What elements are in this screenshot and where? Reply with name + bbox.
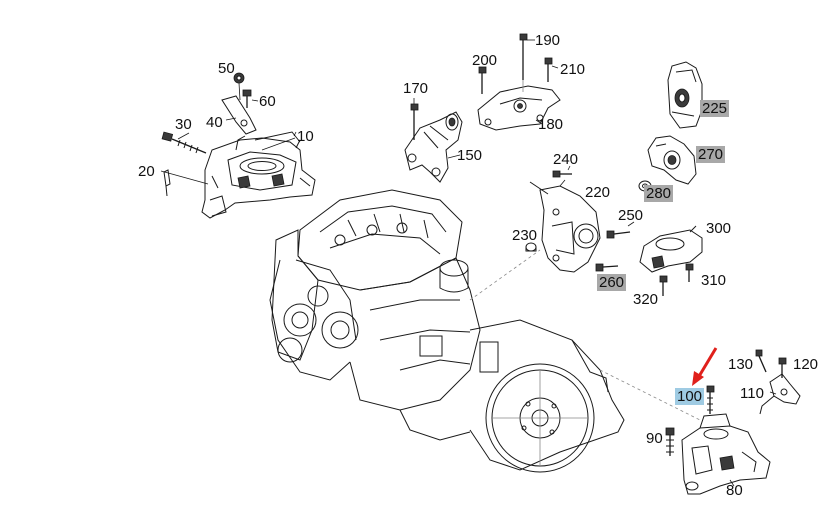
callout-150[interactable]: 150 — [457, 147, 483, 164]
part-170-bolt[interactable] — [410, 98, 419, 140]
part-300-mount[interactable] — [639, 225, 703, 273]
callout-60[interactable]: 60 — [259, 93, 276, 110]
red-arrow-icon — [692, 347, 718, 386]
callout-260[interactable]: 260 — [597, 274, 627, 291]
callout-280[interactable]: 280 — [644, 185, 674, 202]
part-310-bolt[interactable] — [685, 263, 694, 282]
part-90-bolt[interactable] — [665, 427, 675, 456]
part-260-bolt[interactable] — [595, 263, 619, 272]
part-20-bolt[interactable] — [160, 169, 209, 197]
part-320-bolt[interactable] — [659, 275, 668, 296]
part-270-mount[interactable] — [647, 135, 697, 185]
callout-310[interactable]: 310 — [701, 272, 727, 289]
part-110-bracket[interactable] — [759, 373, 801, 415]
part-30-bolt[interactable] — [161, 131, 207, 154]
callout-225[interactable]: 225 — [700, 100, 730, 117]
callout-230[interactable]: 230 — [512, 227, 538, 244]
part-200-bolt[interactable] — [478, 66, 487, 94]
part-210-bolt[interactable] — [544, 57, 559, 82]
callout-200[interactable]: 200 — [472, 52, 498, 69]
part-10-engine-mount[interactable] — [201, 131, 316, 219]
engine-assembly — [269, 189, 701, 473]
callout-240[interactable]: 240 — [553, 151, 579, 168]
callout-90[interactable]: 90 — [646, 430, 663, 447]
callout-270[interactable]: 270 — [696, 146, 726, 163]
part-130-bolt[interactable] — [755, 349, 767, 373]
callout-50[interactable]: 50 — [218, 60, 235, 77]
part-120-bolt[interactable] — [778, 357, 787, 378]
callout-120[interactable]: 120 — [793, 356, 819, 373]
callout-170[interactable]: 170 — [403, 80, 429, 97]
part-60-bolt[interactable] — [242, 89, 259, 108]
part-150-bracket[interactable] — [404, 111, 463, 183]
callout-220[interactable]: 220 — [585, 184, 611, 201]
part-80-rear-mount[interactable] — [681, 413, 771, 495]
callout-30[interactable]: 30 — [175, 116, 192, 133]
callout-210[interactable]: 210 — [560, 61, 586, 78]
callout-80[interactable]: 80 — [726, 482, 743, 499]
callout-320[interactable]: 320 — [633, 291, 659, 308]
part-40-bracket[interactable] — [221, 95, 257, 135]
part-100-bolt[interactable] — [706, 385, 715, 414]
callout-40[interactable]: 40 — [206, 114, 223, 131]
part-190-bolt[interactable] — [519, 33, 535, 92]
callout-180[interactable]: 180 — [538, 116, 564, 133]
part-230-nut[interactable] — [525, 242, 537, 252]
callout-300[interactable]: 300 — [706, 220, 732, 237]
part-180-bracket[interactable] — [477, 85, 561, 131]
part-220-bracket[interactable] — [529, 179, 601, 273]
callout-250[interactable]: 250 — [618, 207, 644, 224]
callout-190[interactable]: 190 — [535, 32, 561, 49]
callout-100-selected[interactable]: 100 — [675, 388, 705, 405]
callout-20[interactable]: 20 — [138, 163, 155, 180]
part-240-bolt[interactable] — [552, 165, 572, 178]
callout-130[interactable]: 130 — [728, 356, 754, 373]
callout-10[interactable]: 10 — [297, 128, 314, 145]
part-225-mount[interactable] — [667, 61, 703, 129]
part-50-nut[interactable] — [233, 72, 245, 101]
part-250-bolt[interactable] — [606, 221, 635, 239]
callout-110[interactable]: 110 — [740, 385, 764, 402]
